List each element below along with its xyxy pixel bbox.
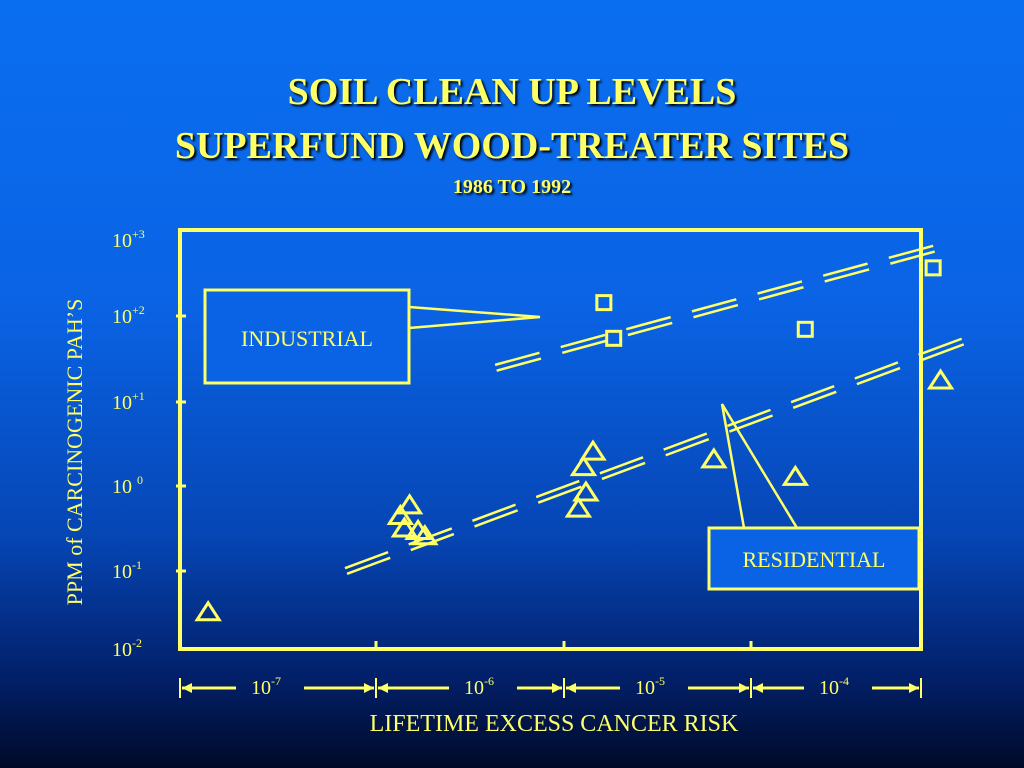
trend-line-residential (346, 339, 973, 575)
data-point-residential (390, 516, 419, 538)
y-tick-label: 10+2 (112, 303, 145, 328)
x-tick-label: 10-6 (464, 674, 494, 699)
slide-subtitle: 1986 TO 1992 (452, 176, 572, 198)
data-point-residential (579, 439, 607, 461)
data-point-industrial (595, 294, 613, 312)
data-point-industrial (605, 329, 623, 347)
x-range-arrowhead (566, 683, 576, 693)
data-point-industrial (924, 259, 942, 277)
data-point-residential (700, 447, 728, 469)
x-tick-label: 10-4 (819, 674, 849, 699)
y-tick-label: 10-1 (112, 558, 142, 583)
data-point-residential (781, 464, 810, 486)
x-range-arrowhead (739, 683, 749, 693)
trend-line-industrial (496, 249, 940, 372)
callout-pointer-residential (720, 403, 799, 529)
data-point-residential (386, 503, 415, 525)
data-point-residential (926, 368, 955, 390)
data-point-residential (395, 493, 424, 515)
slide-title: SOIL CLEAN UP LEVELS (287, 71, 737, 113)
data-point-residential (572, 480, 600, 502)
data-point-residential (194, 600, 222, 622)
x-range-arrowhead (378, 683, 388, 693)
data-point-residential (564, 496, 593, 518)
plot-frame (178, 228, 923, 651)
callout-box-industrial (203, 288, 411, 385)
y-tick-label: 10-2 (112, 636, 142, 661)
x-range-arrowhead (909, 683, 919, 693)
x-range-arrowhead (753, 683, 763, 693)
y-tick-label: 10+1 (112, 389, 145, 414)
trend-line-residential (344, 334, 971, 570)
y-tick-label: 10+3 (112, 227, 145, 252)
callout-pointer-industrial (408, 305, 541, 330)
y-tick-label: 10 0 (112, 473, 143, 498)
x-range-arrowhead (364, 683, 374, 693)
x-range-arrowhead (182, 683, 192, 693)
x-tick-label: 10-5 (635, 674, 665, 699)
x-range-arrowhead (552, 683, 562, 693)
callout-label-residential: RESIDENTIAL (743, 547, 886, 572)
trend-line-industrial (494, 243, 939, 367)
callout-box-residential (707, 526, 921, 591)
data-point-residential (569, 454, 598, 477)
data-point-residential (411, 523, 439, 546)
slide-title-line2: SUPERFUND WOOD-TREATER SITES (174, 125, 850, 167)
x-axis-label: LIFETIME EXCESS CANCER RISK (370, 711, 739, 737)
callout-label-industrial: INDUSTRIAL (241, 326, 373, 351)
data-point-industrial (796, 320, 814, 338)
y-axis-label: PPM of CARCINOGENIC PAH’S (62, 299, 87, 606)
x-tick-label: 10-7 (251, 674, 281, 699)
